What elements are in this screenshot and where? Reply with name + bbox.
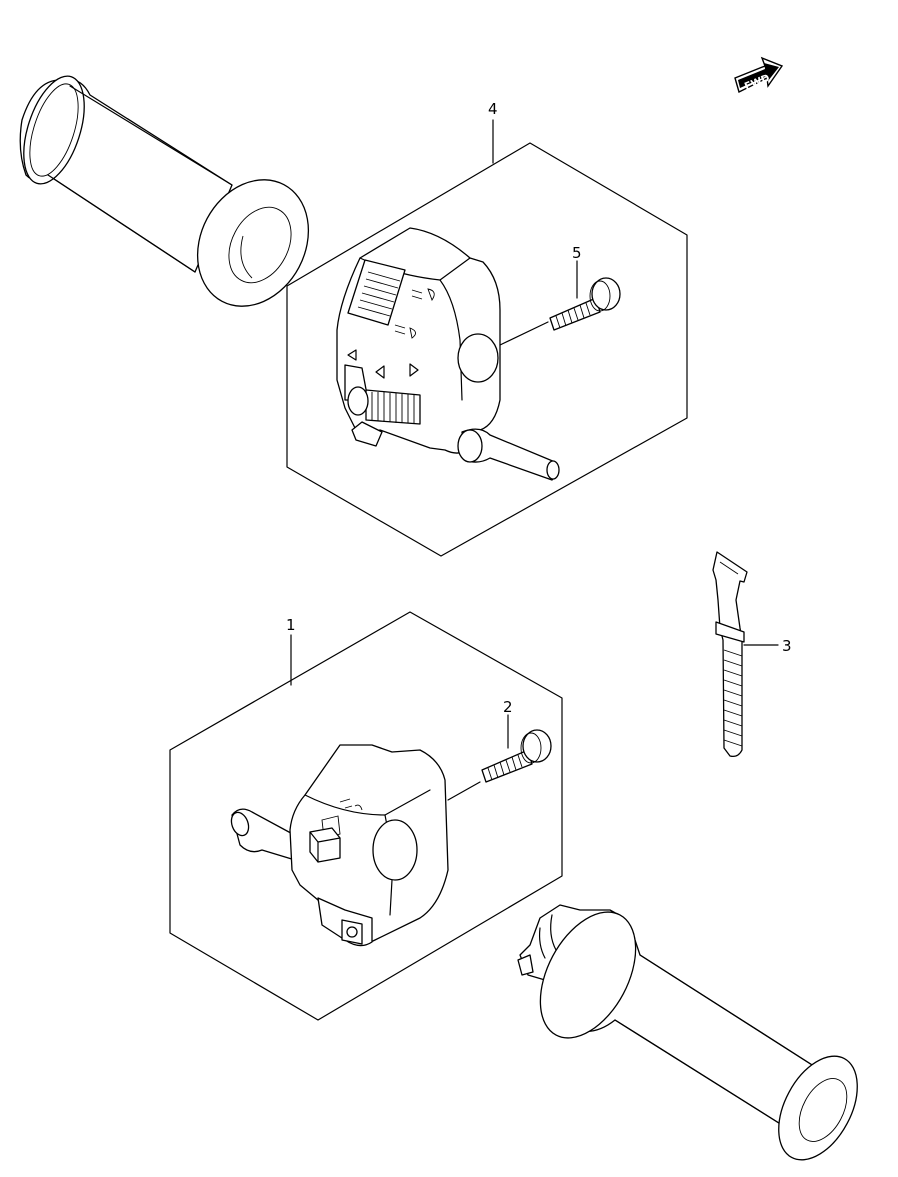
- fwd-arrow-badge: FWD: [734, 56, 784, 94]
- screw-5: [549, 277, 621, 331]
- callout-3: 3: [782, 637, 792, 655]
- right-handlebar-switch: [230, 744, 481, 947]
- callout-4: 4: [488, 100, 498, 118]
- callout-1: 1: [286, 616, 296, 634]
- throttle-grip: [517, 904, 858, 1161]
- cable-tie: [712, 551, 748, 758]
- screw-2: [481, 729, 552, 783]
- left-handlebar-switch: [336, 227, 560, 481]
- callout-5: 5: [572, 244, 582, 262]
- assembly-box-1: [169, 611, 563, 1021]
- callout-2: 2: [503, 698, 513, 716]
- assembly-box-4: [286, 142, 688, 557]
- left-grip: [19, 75, 310, 307]
